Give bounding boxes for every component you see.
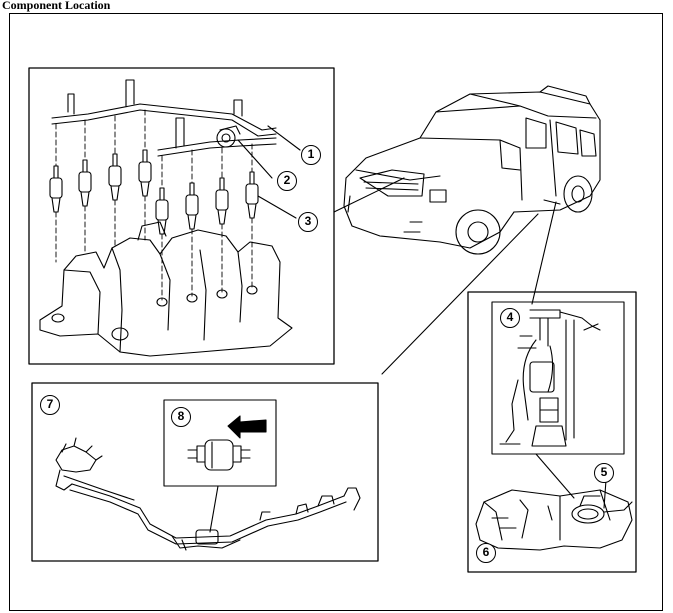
fuel-lines-icon [55, 437, 361, 551]
page-title: Component Location [2, 0, 111, 12]
callout-5: 5 [594, 463, 614, 483]
flow-arrow-icon [227, 415, 267, 439]
tank-panel [467, 291, 637, 573]
callout-2: 2 [277, 171, 297, 191]
callout-6: 6 [476, 543, 496, 563]
leader-filter [209, 485, 219, 533]
fuel-tank-icon [475, 489, 633, 551]
leader-5 [603, 479, 607, 509]
callout-8: 8 [171, 407, 191, 427]
callout-1: 1 [301, 145, 321, 165]
leader-pump-tank [535, 453, 575, 499]
callout-7: 7 [40, 395, 60, 415]
fuel-pump-module-icon [499, 309, 601, 447]
leader-fuel-line [381, 213, 539, 375]
leader-fuel-tank [531, 201, 557, 305]
leader-4 [583, 323, 599, 331]
injector-centerlines [55, 109, 253, 301]
fuel-line-panel [31, 382, 379, 562]
intake-manifold-icon [39, 221, 293, 357]
callout-4: 4 [500, 308, 520, 328]
callout-3: 3 [298, 212, 318, 232]
fuel-filter-icon [187, 439, 251, 471]
fuel-injector-icon [49, 149, 259, 235]
suv-vehicle-icon [343, 85, 601, 255]
leader-manifold [333, 177, 405, 213]
diagram-frame [9, 13, 663, 611]
fuel-rail-icon [51, 79, 277, 157]
manifold-panel [28, 67, 335, 365]
